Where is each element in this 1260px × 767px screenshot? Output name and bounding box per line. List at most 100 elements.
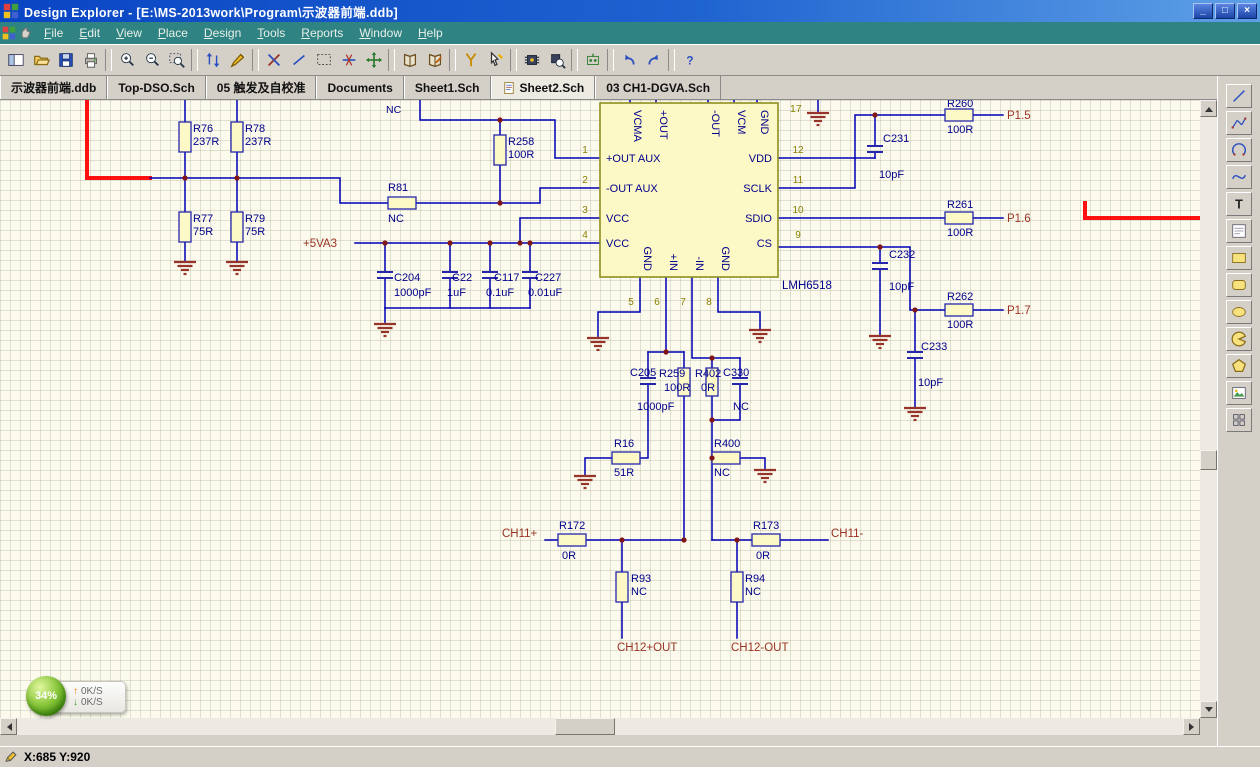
capacitor-C330[interactable] bbox=[732, 377, 748, 385]
designator-C117[interactable]: C117 bbox=[494, 272, 519, 284]
tab-03_CH1-DGVA.Sch[interactable]: 03 CH1-DGVA.Sch bbox=[595, 76, 722, 99]
pin-name--OUT AUX[interactable]: -OUT AUX bbox=[606, 183, 658, 195]
gnd-symbol[interactable] bbox=[754, 468, 776, 484]
pin-name-VCMA[interactable]: VCMA bbox=[631, 110, 643, 142]
gnd-symbol[interactable] bbox=[869, 334, 891, 350]
designator-C22[interactable]: C22 bbox=[452, 272, 472, 284]
resistor-R94[interactable] bbox=[730, 571, 744, 603]
tab-Documents[interactable]: Documents bbox=[316, 76, 404, 99]
pin-number-1[interactable]: 1 bbox=[582, 145, 588, 156]
value-R400[interactable]: NC bbox=[714, 467, 730, 479]
value-C231[interactable]: 10pF bbox=[879, 169, 904, 181]
designator-R93[interactable]: R93 bbox=[631, 573, 651, 585]
pin-name--OUT[interactable]: -OUT bbox=[709, 110, 721, 137]
pin-name-VCM[interactable]: VCM bbox=[735, 110, 747, 134]
pin-number-11[interactable]: 11 bbox=[793, 175, 804, 186]
capacitor-C22[interactable] bbox=[442, 271, 458, 279]
selection-rect-button[interactable] bbox=[311, 47, 336, 73]
pin-name-+OUT[interactable]: +OUT bbox=[657, 110, 669, 140]
value-R94[interactable]: NC bbox=[745, 586, 761, 598]
tab-05_[interactable]: 05 触发及自校准 bbox=[205, 76, 317, 99]
value-C330[interactable]: NC bbox=[733, 401, 749, 413]
gnd-symbol[interactable] bbox=[807, 111, 829, 127]
designator-R16[interactable]: R16 bbox=[614, 438, 634, 450]
library-edit-button[interactable] bbox=[422, 47, 447, 73]
pin-name--IN[interactable]: -IN bbox=[693, 256, 705, 271]
designator-R259[interactable]: R259 bbox=[659, 368, 685, 380]
title-bar[interactable]: Design Explorer - [E:\MS-2013work\Progra… bbox=[0, 0, 1260, 22]
pin-number-10[interactable]: 10 bbox=[792, 205, 804, 216]
draw-roundrect-tool[interactable] bbox=[1226, 273, 1252, 297]
designator-R94[interactable]: R94 bbox=[745, 573, 765, 585]
resistor-R77[interactable] bbox=[178, 211, 192, 243]
designator-C205[interactable]: C205 bbox=[630, 367, 656, 379]
gnd-symbol[interactable] bbox=[587, 336, 609, 352]
help-button[interactable]: ? bbox=[677, 47, 702, 73]
library-book-button[interactable] bbox=[397, 47, 422, 73]
menu-edit[interactable]: Edit bbox=[79, 26, 101, 40]
resistor-R93[interactable] bbox=[615, 571, 629, 603]
wire[interactable] bbox=[711, 383, 741, 421]
draw-polyline-tool[interactable] bbox=[1226, 111, 1252, 135]
wire[interactable] bbox=[739, 457, 766, 471]
menu-tools[interactable]: Tools bbox=[257, 26, 286, 40]
wire[interactable] bbox=[777, 114, 946, 189]
probe-button[interactable] bbox=[458, 47, 483, 73]
net-label-P1.5[interactable]: P1.5 bbox=[1007, 110, 1031, 122]
gnd-symbol[interactable] bbox=[904, 406, 926, 422]
draw-line-tool[interactable] bbox=[1226, 84, 1252, 108]
pin-name-VCC[interactable]: VCC bbox=[606, 213, 629, 225]
net-label-P1.6[interactable]: P1.6 bbox=[1007, 213, 1031, 225]
value-R16[interactable]: 51R bbox=[614, 467, 634, 479]
resistor-R261[interactable] bbox=[944, 211, 974, 225]
wire[interactable] bbox=[691, 276, 741, 359]
pin-number-2[interactable]: 2 bbox=[582, 175, 588, 186]
open-document-button[interactable] bbox=[28, 47, 53, 73]
pin-number-7[interactable]: 7 bbox=[680, 297, 686, 308]
wire[interactable] bbox=[519, 217, 601, 244]
close-button[interactable]: × bbox=[1237, 3, 1257, 19]
edit-brush-button[interactable] bbox=[225, 47, 250, 73]
designator-C233[interactable]: C233 bbox=[921, 341, 947, 353]
designator-C227[interactable]: C227 bbox=[535, 272, 561, 284]
place-picture-tool[interactable] bbox=[1226, 381, 1252, 405]
cut-wire-button[interactable] bbox=[336, 47, 361, 73]
menu-place[interactable]: Place bbox=[157, 26, 188, 40]
designator-R261[interactable]: R261 bbox=[947, 199, 973, 211]
wire[interactable] bbox=[717, 276, 761, 331]
print-button[interactable] bbox=[78, 47, 103, 73]
part-chip-button[interactable] bbox=[519, 47, 544, 73]
array-paste-tool[interactable] bbox=[1226, 408, 1252, 432]
value-C232[interactable]: 10pF bbox=[889, 281, 914, 293]
pin-name-CS[interactable]: CS bbox=[757, 238, 772, 250]
net-speed-widget[interactable]: ↑0K/S ↓0K/S 34% bbox=[26, 676, 130, 718]
wire[interactable] bbox=[584, 457, 613, 477]
ic-LMH6518[interactable] bbox=[599, 102, 779, 278]
value-R173[interactable]: 0R bbox=[756, 550, 770, 562]
zoom-in-button[interactable] bbox=[114, 47, 139, 73]
wire[interactable] bbox=[419, 100, 601, 159]
gnd-symbol[interactable] bbox=[574, 474, 596, 490]
pin-name-GND[interactable]: GND bbox=[641, 247, 653, 272]
value-R260[interactable]: 100R bbox=[947, 124, 973, 136]
designator-R77[interactable]: R77 bbox=[193, 213, 213, 225]
value-C22[interactable]: 1uF bbox=[447, 287, 466, 299]
resistor-R16[interactable] bbox=[611, 451, 641, 465]
wire[interactable] bbox=[777, 246, 946, 311]
designator-C204[interactable]: C204 bbox=[394, 272, 420, 284]
value-C227[interactable]: 0.01uF bbox=[528, 287, 563, 299]
horizontal-scrollbar[interactable] bbox=[0, 718, 1200, 735]
value-R258[interactable]: 100R bbox=[508, 149, 534, 161]
draw-rect-tool[interactable] bbox=[1226, 246, 1252, 270]
wire[interactable] bbox=[415, 187, 601, 204]
capacitor-C232[interactable] bbox=[872, 262, 888, 270]
capacitor-C231[interactable] bbox=[867, 145, 883, 153]
tab-Sheet2.Sch[interactable]: Sheet2.Sch bbox=[490, 76, 596, 99]
value-R259[interactable]: 100R bbox=[664, 382, 690, 394]
pin-number-5[interactable]: 5 bbox=[628, 297, 634, 308]
pin-number-9[interactable]: 9 bbox=[795, 230, 801, 241]
value-C204[interactable]: 1000pF bbox=[394, 287, 432, 299]
capacitor-C204[interactable] bbox=[377, 271, 393, 279]
designator-R81[interactable]: R81 bbox=[388, 182, 408, 194]
